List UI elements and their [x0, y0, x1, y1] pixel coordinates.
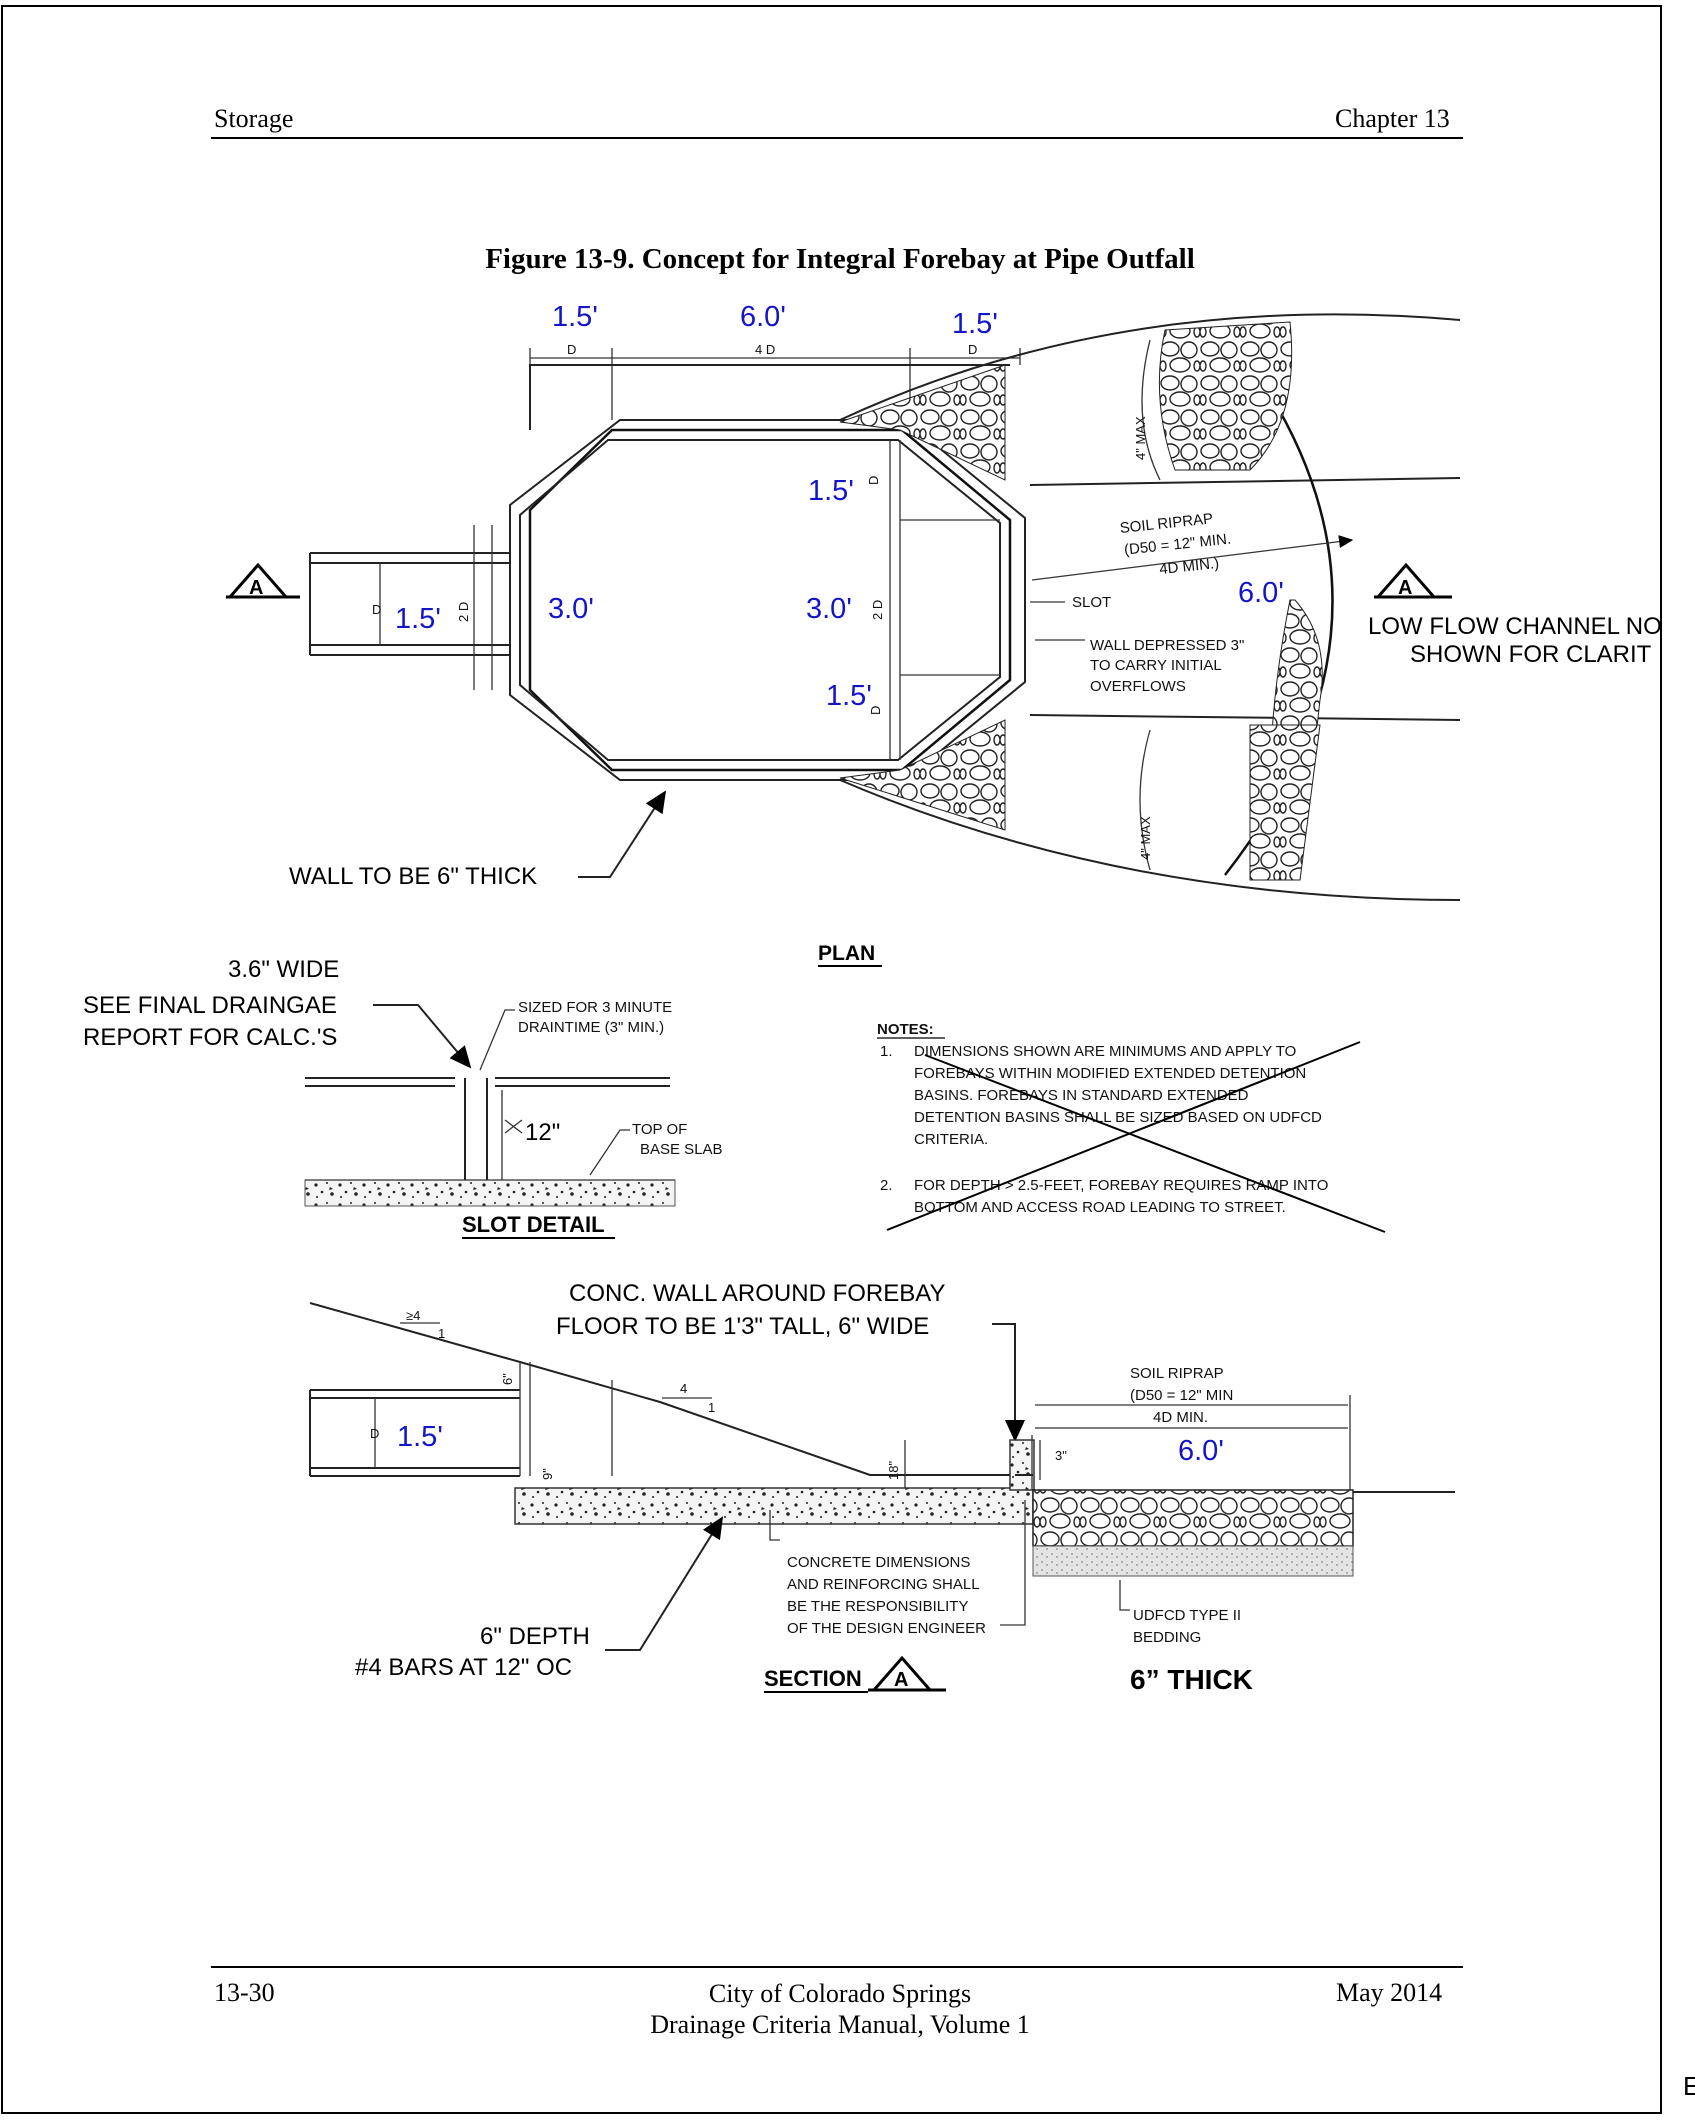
- plan-wall-note-3: OVERFLOWS: [1090, 678, 1186, 695]
- plan-code-d1: D: [567, 342, 576, 357]
- section-dim-6: 6": [500, 1373, 515, 1385]
- slope1-bottom: 1: [438, 1326, 445, 1341]
- slope1-top: ≥4: [406, 1308, 420, 1323]
- section-depth-2: #4 BARS AT 12" OC: [355, 1654, 572, 1681]
- section-marker: A: [894, 1669, 908, 1691]
- section-conc-2: FLOOR TO BE 1'3" TALL, 6" WIDE: [556, 1313, 929, 1340]
- note-1-line-5: CRITERIA.: [914, 1131, 988, 1148]
- plan-section-marker-left: A: [249, 577, 263, 599]
- note-2-num: 2.: [880, 1177, 893, 1194]
- header-rule: [211, 137, 1463, 139]
- section-dim-9: 9": [540, 1468, 555, 1480]
- plan-wall-thick: WALL TO BE 6" THICK: [289, 863, 537, 890]
- section-depth-1: 6" DEPTH: [480, 1623, 590, 1650]
- plan-dim-top-2: 6.0': [740, 301, 786, 333]
- plan-max-top: 4" MAX: [1133, 416, 1148, 460]
- section-dim-18: 18": [886, 1461, 901, 1480]
- footer-center-line-1: City of Colorado Springs: [708, 1979, 972, 2008]
- footer-rule: [211, 1966, 1463, 1968]
- section-concrete-4: OF THE DESIGN ENGINEER: [787, 1620, 986, 1637]
- section-bedding-2: BEDDING: [1133, 1629, 1201, 1646]
- slot-detail: 3.6" WIDE SEE FINAL DRAINGAE REPORT FOR …: [83, 956, 723, 1239]
- slot-top-1: TOP OF: [632, 1121, 687, 1138]
- plan-dim-right-top: 1.5': [808, 475, 854, 507]
- plan-dim-right-mid: 3.0': [806, 593, 852, 625]
- note-1-num: 1.: [880, 1043, 893, 1060]
- section-riprap-3: 4D MIN.: [1153, 1409, 1208, 1426]
- notes-block: NOTES: 1. DIMENSIONS SHOWN ARE MINIMUMS …: [877, 1021, 1386, 1233]
- plan-slot-note: SLOT: [1072, 594, 1111, 611]
- section-concrete-1: CONCRETE DIMENSIONS: [787, 1554, 970, 1571]
- plan-pipe-code: D: [372, 602, 381, 617]
- section-riprap-length: 6.0': [1178, 1435, 1224, 1467]
- section-label: SECTION: [764, 1666, 862, 1691]
- plan-low-flow-1: LOW FLOW CHANNEL NO: [1368, 613, 1662, 640]
- section-dim-3: 3": [1055, 1448, 1067, 1463]
- section-concrete-3: BE THE RESPONSIBILITY: [787, 1598, 968, 1615]
- footer-right: May 2014: [1336, 1978, 1443, 2007]
- section-pipe-code: D: [370, 1426, 379, 1441]
- slope2-top: 4: [680, 1381, 687, 1396]
- plan-code-right-d1: D: [866, 476, 881, 485]
- note-2-line-2: BOTTOM AND ACCESS ROAD LEADING TO STREET…: [914, 1199, 1286, 1216]
- plan-dim-top-1: 1.5': [552, 301, 598, 333]
- section-riprap-2: (D50 = 12" MIN: [1130, 1387, 1233, 1404]
- note-1-line-3: BASINS. FOREBAYS IN STANDARD EXTENDED: [914, 1087, 1249, 1104]
- section-conc-1: CONC. WALL AROUND FOREBAY: [569, 1280, 946, 1307]
- plan-code-d2: D: [968, 342, 977, 357]
- section-view: CONC. WALL AROUND FOREBAY FLOOR TO BE 1'…: [309, 1280, 1455, 1695]
- plan-dim-top-3: 1.5': [952, 308, 998, 340]
- page-frame: [1, 5, 1662, 2114]
- slope2-bottom: 1: [708, 1400, 715, 1415]
- header-right: Chapter 13: [1335, 104, 1450, 133]
- plan-section-marker-right: A: [1398, 577, 1412, 599]
- plan-code-right-d2: D: [868, 706, 883, 715]
- plan-low-flow-2: SHOWN FOR CLARIT: [1410, 641, 1652, 668]
- slot-callout-2: SEE FINAL DRAINGAE: [83, 992, 337, 1019]
- note-1-line-2: FOREBAYS WITHIN MODIFIED EXTENDED DETENT…: [914, 1065, 1306, 1082]
- slot-callout-3: REPORT FOR CALC.'S: [83, 1024, 337, 1051]
- figure-title: Figure 13-9. Concept for Integral Foreba…: [485, 243, 1195, 275]
- section-bedding-1: UDFCD TYPE II: [1133, 1607, 1241, 1624]
- footer-left: 13-30: [214, 1978, 275, 2007]
- note-1-line-1: DIMENSIONS SHOWN ARE MINIMUMS AND APPLY …: [914, 1043, 1296, 1060]
- notes-heading: NOTES:: [877, 1021, 934, 1038]
- note-2-line-1: FOR DEPTH > 2.5-FEET, FOREBAY REQUIRES R…: [914, 1177, 1328, 1194]
- plan-dim-right-bottom: 1.5': [826, 680, 872, 712]
- plan-pipe-code-2d: 2 D: [456, 602, 471, 622]
- slot-label: SLOT DETAIL: [462, 1212, 605, 1237]
- slot-sized-1: SIZED FOR 3 MINUTE: [518, 999, 672, 1016]
- plan-label: PLAN: [818, 942, 875, 965]
- plan-pipe-dim: 1.5': [395, 603, 441, 635]
- footer-corner: E: [1683, 2071, 1695, 2101]
- plan-riprap-length: 6.0': [1238, 577, 1284, 609]
- plan-view: D 4 D D 1.5' 6.0' 1.5' D 2 D D 1.5' 3.0'…: [226, 301, 1662, 967]
- header-left: Storage: [214, 104, 294, 133]
- slot-sized-2: DRAINTIME (3" MIN.): [518, 1019, 664, 1036]
- plan-dim-left-width: 3.0': [548, 593, 594, 625]
- section-riprap-1: SOIL RIPRAP: [1130, 1365, 1224, 1382]
- plan-wall-note-2: TO CARRY INITIAL: [1090, 657, 1222, 674]
- plan-max-bottom: 4" MAX: [1138, 816, 1153, 860]
- slot-top-2: BASE SLAB: [640, 1141, 723, 1158]
- section-bedding-thick: 6” THICK: [1130, 1664, 1253, 1695]
- note-1-line-4: DETENTION BASINS SHALL BE SIZED BASED ON…: [914, 1109, 1322, 1126]
- slot-callout-1: 3.6" WIDE: [228, 956, 339, 983]
- section-pipe-dim: 1.5': [397, 1421, 443, 1453]
- footer-center-line-2: Drainage Criteria Manual, Volume 1: [650, 2010, 1030, 2039]
- plan-wall-note-1: WALL DEPRESSED 3": [1090, 637, 1244, 654]
- footer-center: City of Colorado Springs Drainage Criter…: [540, 1978, 1140, 2040]
- section-concrete-2: AND REINFORCING SHALL: [787, 1576, 980, 1593]
- plan-code-4d: 4 D: [755, 342, 775, 357]
- plan-riprap-note-3: 4D MIN.): [1158, 555, 1219, 578]
- slot-height: 12": [525, 1119, 560, 1146]
- plan-code-right-2d: 2 D: [870, 600, 885, 620]
